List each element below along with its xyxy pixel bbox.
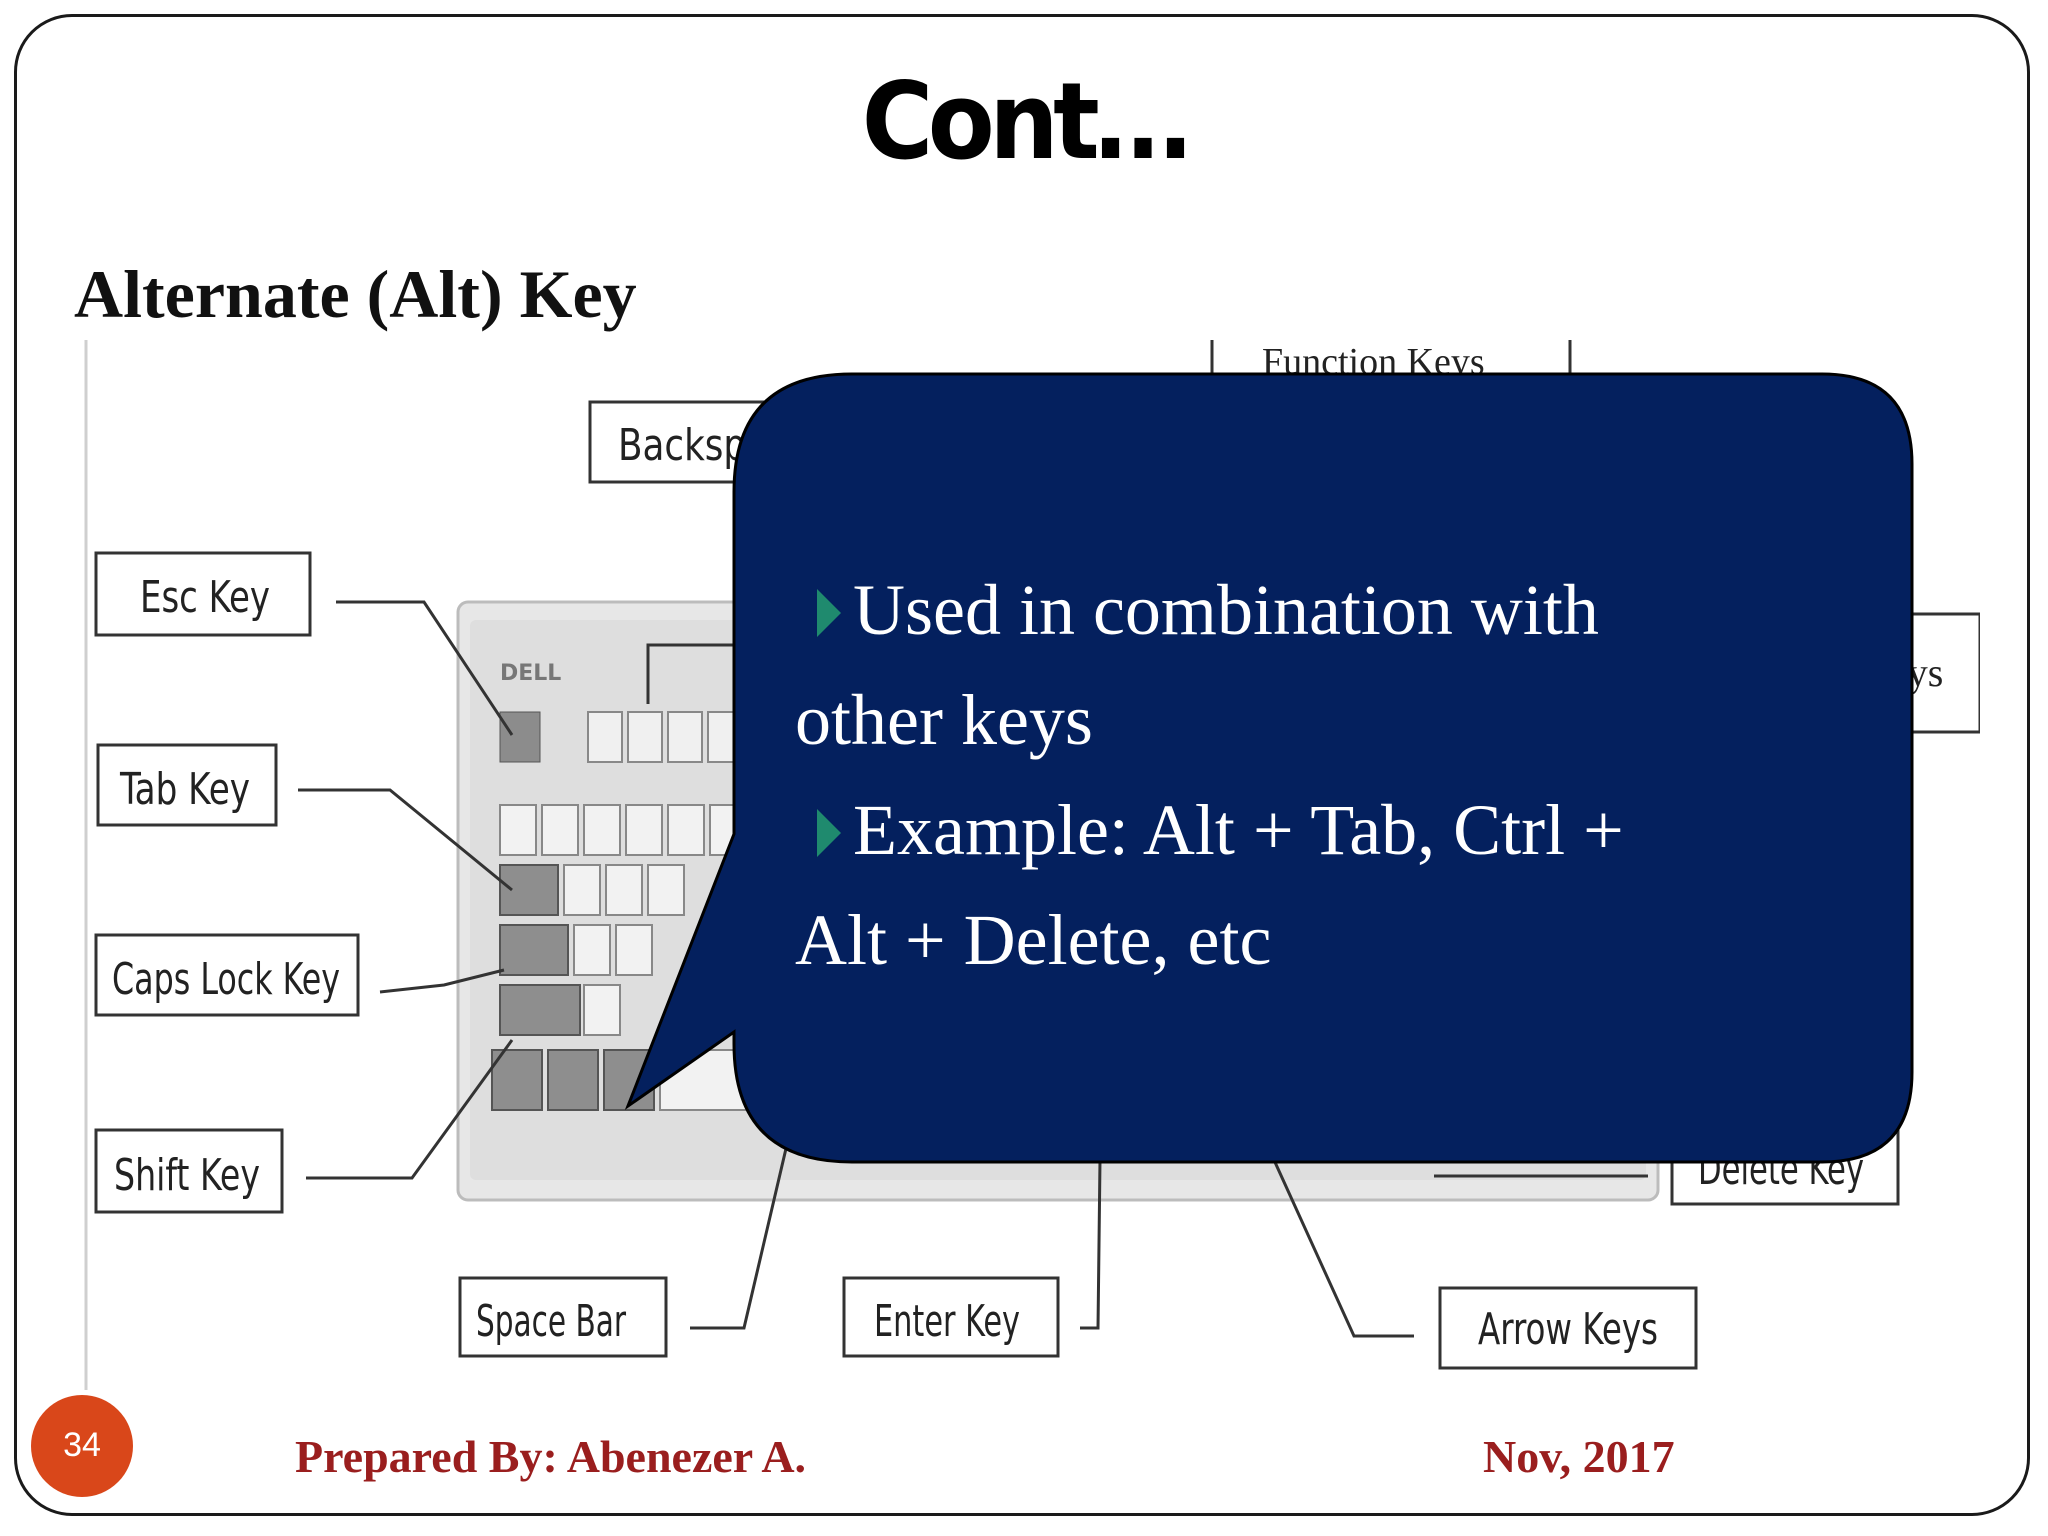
label-arrow: Arrow Keys: [1478, 1304, 1658, 1355]
label-enter: Enter Key: [874, 1296, 1020, 1347]
label-delete: Delete Key: [1698, 1144, 1864, 1195]
brand-text: DELL: [500, 661, 561, 686]
callout-text: Used in combination with other keys Exam…: [795, 555, 1895, 995]
label-space: Space Bar: [476, 1296, 627, 1347]
label-esc: Esc Key: [140, 572, 270, 623]
footer-author: Prepared By: Abenezer A.: [295, 1431, 807, 1482]
slide-subtitle: Alternate (Alt) Key: [74, 256, 637, 332]
bullet-icon: [817, 809, 841, 858]
footer-date: Nov, 2017: [1483, 1431, 1675, 1482]
label-backspace: Backspa: [618, 420, 768, 471]
bullet-icon: [817, 589, 841, 638]
label-caps: Caps Lock Key: [112, 954, 340, 1005]
label-shift: Shift Key: [114, 1150, 260, 1201]
page-number-badge: 34: [31, 1395, 133, 1497]
callout-line-1: Used in combination with: [795, 555, 1895, 665]
slide-title: Cont…: [861, 60, 1192, 183]
callout-line-2: other keys: [795, 680, 1093, 760]
callout-line-3: Example: Alt + Tab, Ctrl +: [795, 775, 1895, 885]
callout-line-4: Alt + Delete, etc: [795, 900, 1272, 980]
label-right-partial: eys: [1890, 650, 1943, 695]
label-tab: Tab Key: [119, 764, 250, 815]
label-function: Function Keys: [1262, 341, 1485, 383]
